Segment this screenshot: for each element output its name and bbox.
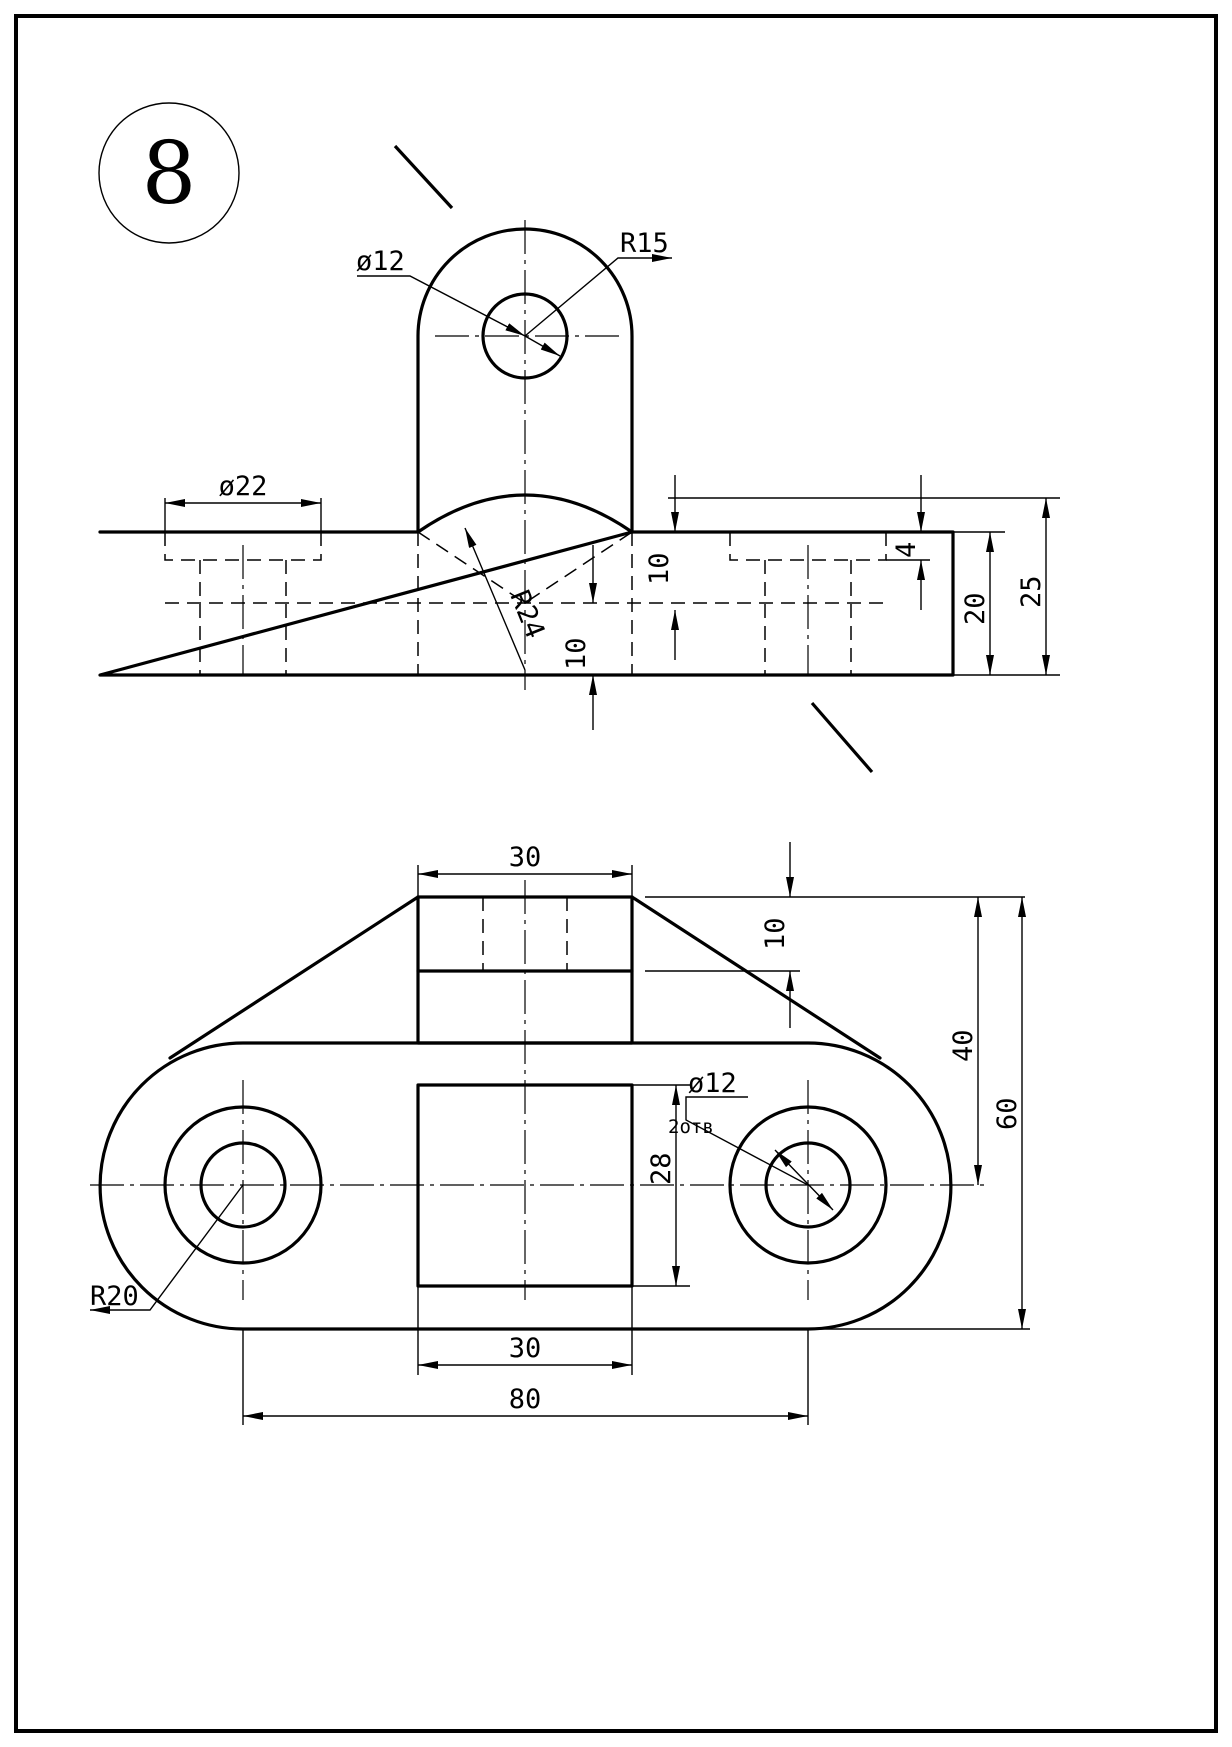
dim-half-width: 40 <box>948 1029 979 1062</box>
dim-hole-count: 2отв <box>668 1116 714 1138</box>
dim-mid-to-bottom: 10 <box>561 637 592 670</box>
front-hidden-right-counterbore <box>729 532 887 675</box>
top-left-gusset <box>168 895 420 1060</box>
dim-counterbore-dia: ø22 <box>219 471 268 502</box>
section-mark-bottom <box>810 701 874 774</box>
section-mark-top <box>393 144 454 210</box>
dim-lug-depth: 10 <box>760 917 791 950</box>
dim-total-width: 60 <box>992 1097 1023 1130</box>
sheet-number: 8 <box>142 124 197 224</box>
dim-total-height: 25 <box>1016 575 1047 608</box>
dim-hole-spacing: 80 <box>509 1384 542 1415</box>
dim-front-hole-dia: ø12 <box>356 246 405 277</box>
dim-end-radius: R20 <box>90 1281 139 1312</box>
sheet-frame <box>14 14 1218 1733</box>
dim-counterbore-depth: 4 <box>891 542 922 558</box>
dim-base-height: 20 <box>960 592 991 625</box>
top-view: 30 10 40 60 ø12 2отв 28 R20 30 <box>90 842 1030 1425</box>
top-right-gusset <box>630 895 882 1060</box>
sheet-number-badge: 8 <box>98 102 240 244</box>
dim-top-hole-dia: ø12 <box>688 1068 737 1099</box>
dim-window-height: 28 <box>646 1152 677 1185</box>
dim-window-width: 30 <box>509 1333 542 1364</box>
front-hidden-left-counterbore <box>164 532 322 675</box>
front-view: ø12 R15 ø22 R24 10 10 4 20 25 <box>98 220 1060 730</box>
dim-lug-width-top: 30 <box>509 842 542 873</box>
dim-lug-gap: 10 <box>644 552 675 585</box>
dim-lug-radius: R15 <box>620 228 669 259</box>
